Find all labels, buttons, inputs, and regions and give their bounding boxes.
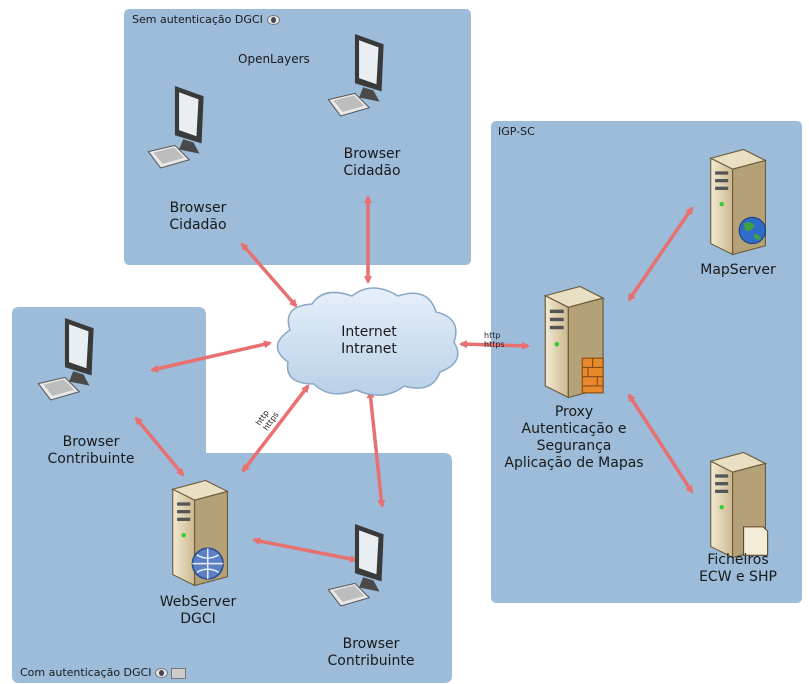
arrow-contribuinte1-webserver	[134, 416, 185, 477]
proxy-label: Proxy Autenticação e Segurança Aplicação…	[504, 404, 644, 471]
arrow-webserver-contribuinte2	[252, 537, 358, 563]
arrow-internet-contribuinte2	[366, 390, 386, 508]
arrow-internet-proxy	[459, 340, 530, 350]
eye-icon	[266, 15, 280, 25]
eye-icon	[155, 668, 169, 678]
arrow-proxy-ficheiros	[627, 393, 694, 494]
ficheiros-label: Ficheiros ECW e SHP	[699, 552, 777, 585]
computer-icon	[327, 33, 385, 117]
internet-label: Internet Intranet	[341, 324, 397, 357]
globe-server-icon	[710, 148, 766, 256]
browser-cidadao-label: Browser Cidadão	[169, 200, 227, 233]
computer-icon	[147, 85, 205, 169]
zone-title: Com autenticação DGCI	[20, 666, 187, 679]
browser-contribuinte-label: Browser Contribuinte	[327, 636, 415, 669]
arrow-contribuinte1-internet	[150, 340, 272, 373]
webserver-label: WebServer DGCI	[159, 594, 237, 627]
web-server-icon	[172, 479, 228, 587]
mapserver-label: MapServer	[700, 262, 776, 278]
file-server-icon	[710, 451, 769, 559]
computer-icon	[327, 523, 385, 607]
zone-title: IGP-SC	[498, 125, 535, 138]
arrow-proxy-mapserver	[627, 206, 694, 302]
firewall-server-icon	[544, 285, 604, 399]
browser-contribuinte-label: Browser Contribuinte	[47, 434, 135, 467]
zone-title: Sem autenticação DGCI	[132, 13, 280, 26]
internet-cloud	[276, 287, 459, 396]
openlayers-label: OpenLayers	[238, 52, 310, 66]
printer-icon	[171, 667, 187, 679]
browser-cidadao-label: Browser Cidadão	[343, 146, 401, 179]
protocol-label: http https	[484, 331, 505, 349]
arrow-cidadao1-internet	[240, 242, 298, 308]
arrow-webserver-internet	[241, 384, 310, 473]
computer-icon	[37, 317, 95, 401]
